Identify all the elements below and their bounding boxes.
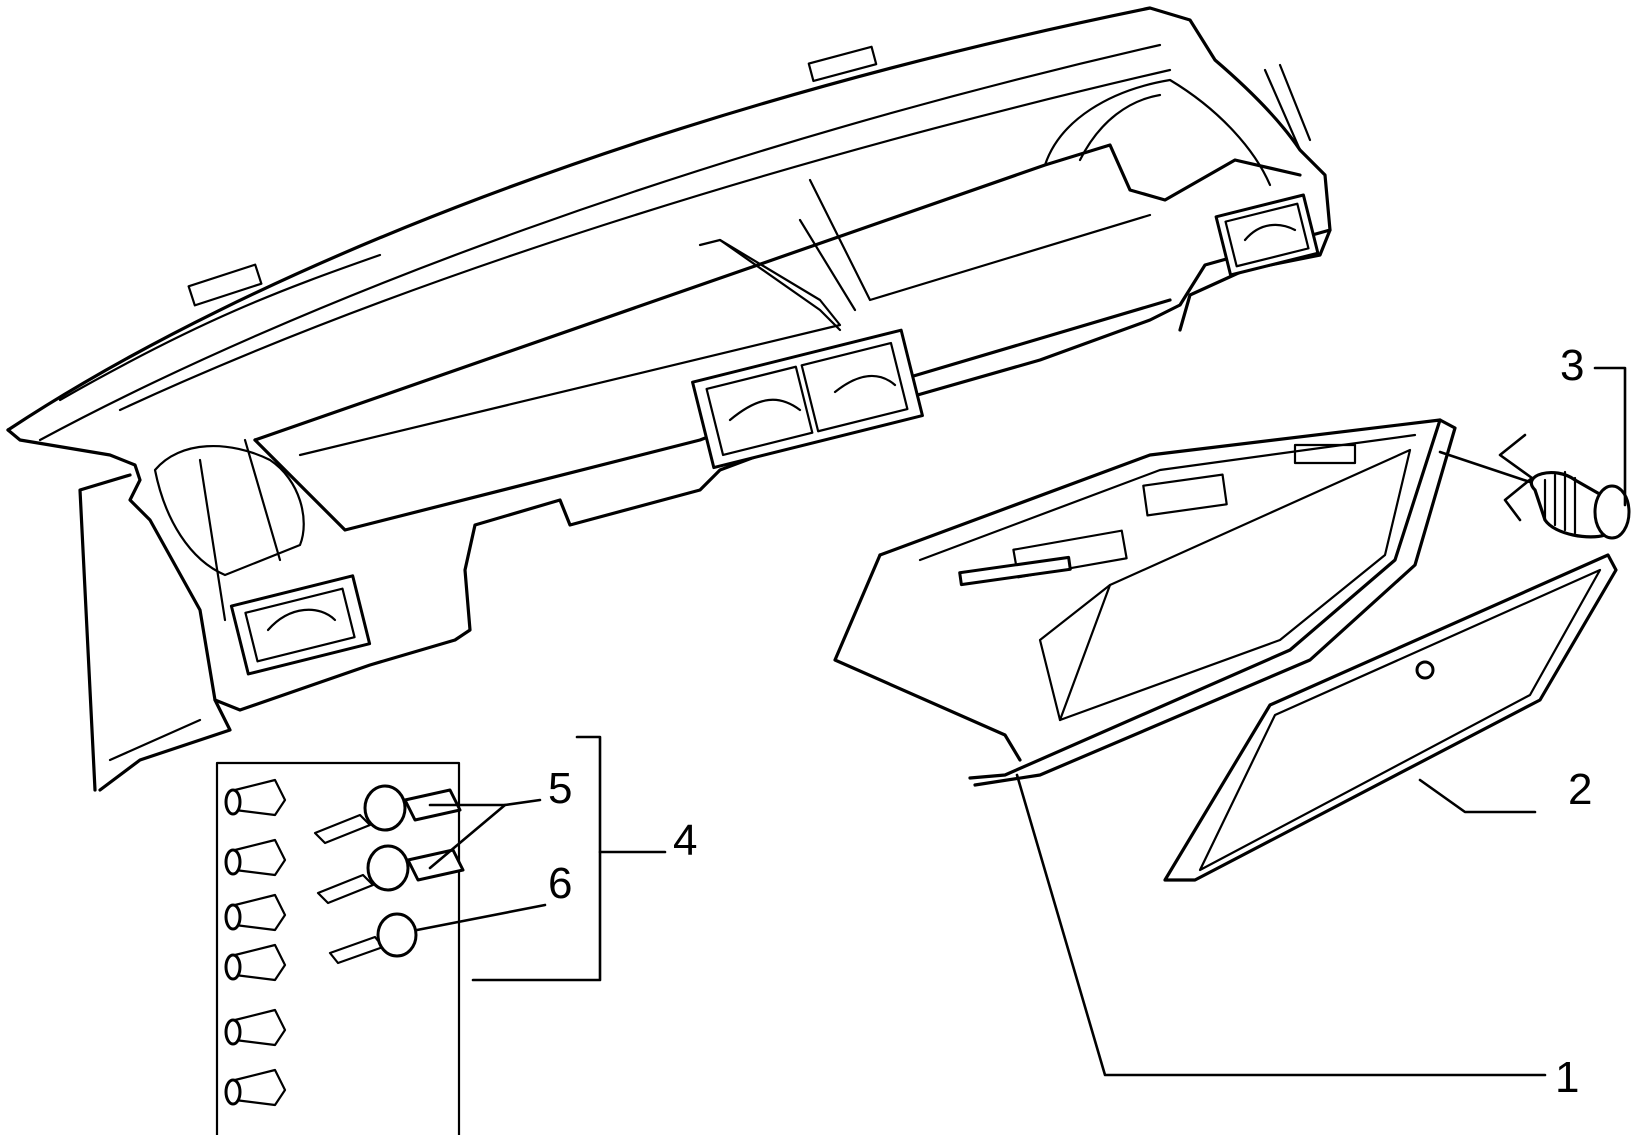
callout-4: 4 — [673, 816, 697, 865]
dashboard-panel — [6, 6, 1332, 792]
lock-cylinders — [224, 778, 287, 1107]
key-set-panel — [215, 761, 465, 1135]
key-with-tag — [313, 784, 462, 845]
lock-knob — [1529, 470, 1631, 540]
callout-3: 3 — [1560, 341, 1584, 390]
callout-2: 2 — [1568, 765, 1592, 814]
key-with-tag — [316, 844, 465, 905]
callout-5: 5 — [548, 764, 572, 813]
callout-6: 6 — [548, 859, 572, 908]
glove-box-housing — [833, 418, 1457, 787]
glove-box-lid — [1163, 553, 1618, 882]
plain-key — [328, 912, 418, 965]
callout-1: 1 — [1555, 1053, 1579, 1102]
leader-lines — [415, 366, 1627, 1077]
